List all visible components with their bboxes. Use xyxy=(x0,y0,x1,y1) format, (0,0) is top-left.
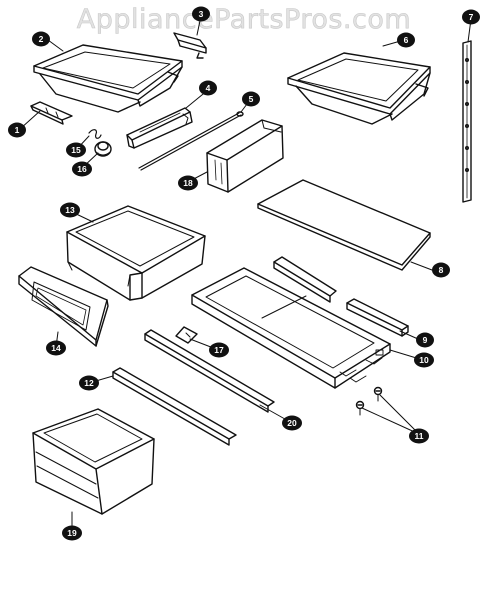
svg-text:16: 16 xyxy=(77,164,87,174)
svg-text:2: 2 xyxy=(39,34,44,44)
callout-5[interactable]: 5 xyxy=(242,91,260,107)
part-17-clip[interactable] xyxy=(175,326,198,344)
callout-6[interactable]: 6 xyxy=(397,32,415,48)
svg-text:19: 19 xyxy=(67,528,77,538)
callout-14[interactable]: 14 xyxy=(46,340,66,356)
part-19-drawer[interactable] xyxy=(32,408,155,515)
part-2-shelf[interactable] xyxy=(33,44,183,113)
callout-8[interactable]: 8 xyxy=(432,262,450,278)
part-4-support[interactable] xyxy=(126,107,193,149)
part-3-bracket[interactable] xyxy=(173,32,207,59)
callout-16[interactable]: 16 xyxy=(72,161,92,177)
svg-text:13: 13 xyxy=(65,205,75,215)
svg-text:18: 18 xyxy=(183,178,193,188)
svg-text:9: 9 xyxy=(423,335,428,345)
callout-9[interactable]: 9 xyxy=(416,332,434,348)
callout-10[interactable]: 10 xyxy=(414,352,434,368)
svg-text:4: 4 xyxy=(206,83,211,93)
svg-text:11: 11 xyxy=(415,431,424,441)
part-11-screws[interactable] xyxy=(355,386,383,416)
svg-text:5: 5 xyxy=(249,94,254,104)
watermark: AppliancePartsPros.com xyxy=(76,4,412,36)
callout-3[interactable]: 3 xyxy=(192,6,210,22)
part-5-rod[interactable] xyxy=(138,111,244,171)
svg-text:14: 14 xyxy=(51,343,61,353)
callout-18[interactable]: 18 xyxy=(178,175,198,191)
part-14-front[interactable] xyxy=(18,266,109,347)
callout-19[interactable]: 19 xyxy=(62,525,82,541)
callout-15[interactable]: 15 xyxy=(66,142,86,158)
callout-12[interactable]: 12 xyxy=(79,375,99,391)
callout-13[interactable]: 13 xyxy=(60,202,80,218)
part-rail-upper[interactable] xyxy=(273,256,337,303)
callout-4[interactable]: 4 xyxy=(199,80,217,96)
callout-11[interactable]: 11 xyxy=(409,428,429,444)
part-15-spring[interactable] xyxy=(88,129,102,139)
callout-17[interactable]: 17 xyxy=(209,342,229,358)
part-18-bin[interactable] xyxy=(206,119,284,193)
part-10-frame[interactable] xyxy=(191,267,391,389)
svg-text:15: 15 xyxy=(71,145,81,155)
part-12-strip[interactable] xyxy=(112,367,237,446)
callout-7[interactable]: 7 xyxy=(462,9,480,25)
svg-text:6: 6 xyxy=(404,35,409,45)
part-8-panel[interactable] xyxy=(257,179,431,271)
part-7-rail[interactable] xyxy=(462,40,472,203)
part-1-clip[interactable] xyxy=(30,101,73,125)
part-20-strip[interactable] xyxy=(144,329,275,413)
svg-text:8: 8 xyxy=(439,265,444,275)
svg-text:20: 20 xyxy=(287,418,297,428)
part-16-knob[interactable] xyxy=(94,141,112,157)
svg-text:1: 1 xyxy=(15,125,20,135)
svg-text:3: 3 xyxy=(199,9,204,19)
callout-20[interactable]: 20 xyxy=(282,415,302,431)
part-6-shelf[interactable] xyxy=(287,52,431,125)
callout-2[interactable]: 2 xyxy=(32,31,50,47)
svg-text:12: 12 xyxy=(84,378,94,388)
callouts: 1 2 3 4 5 6 7 8 9 10 11 12 xyxy=(8,6,480,541)
svg-text:7: 7 xyxy=(469,12,474,22)
callout-1[interactable]: 1 xyxy=(8,122,26,138)
svg-text:17: 17 xyxy=(214,345,224,355)
part-9-rail[interactable] xyxy=(346,298,409,337)
part-13-drawer[interactable] xyxy=(66,205,206,301)
svg-text:10: 10 xyxy=(419,355,429,365)
